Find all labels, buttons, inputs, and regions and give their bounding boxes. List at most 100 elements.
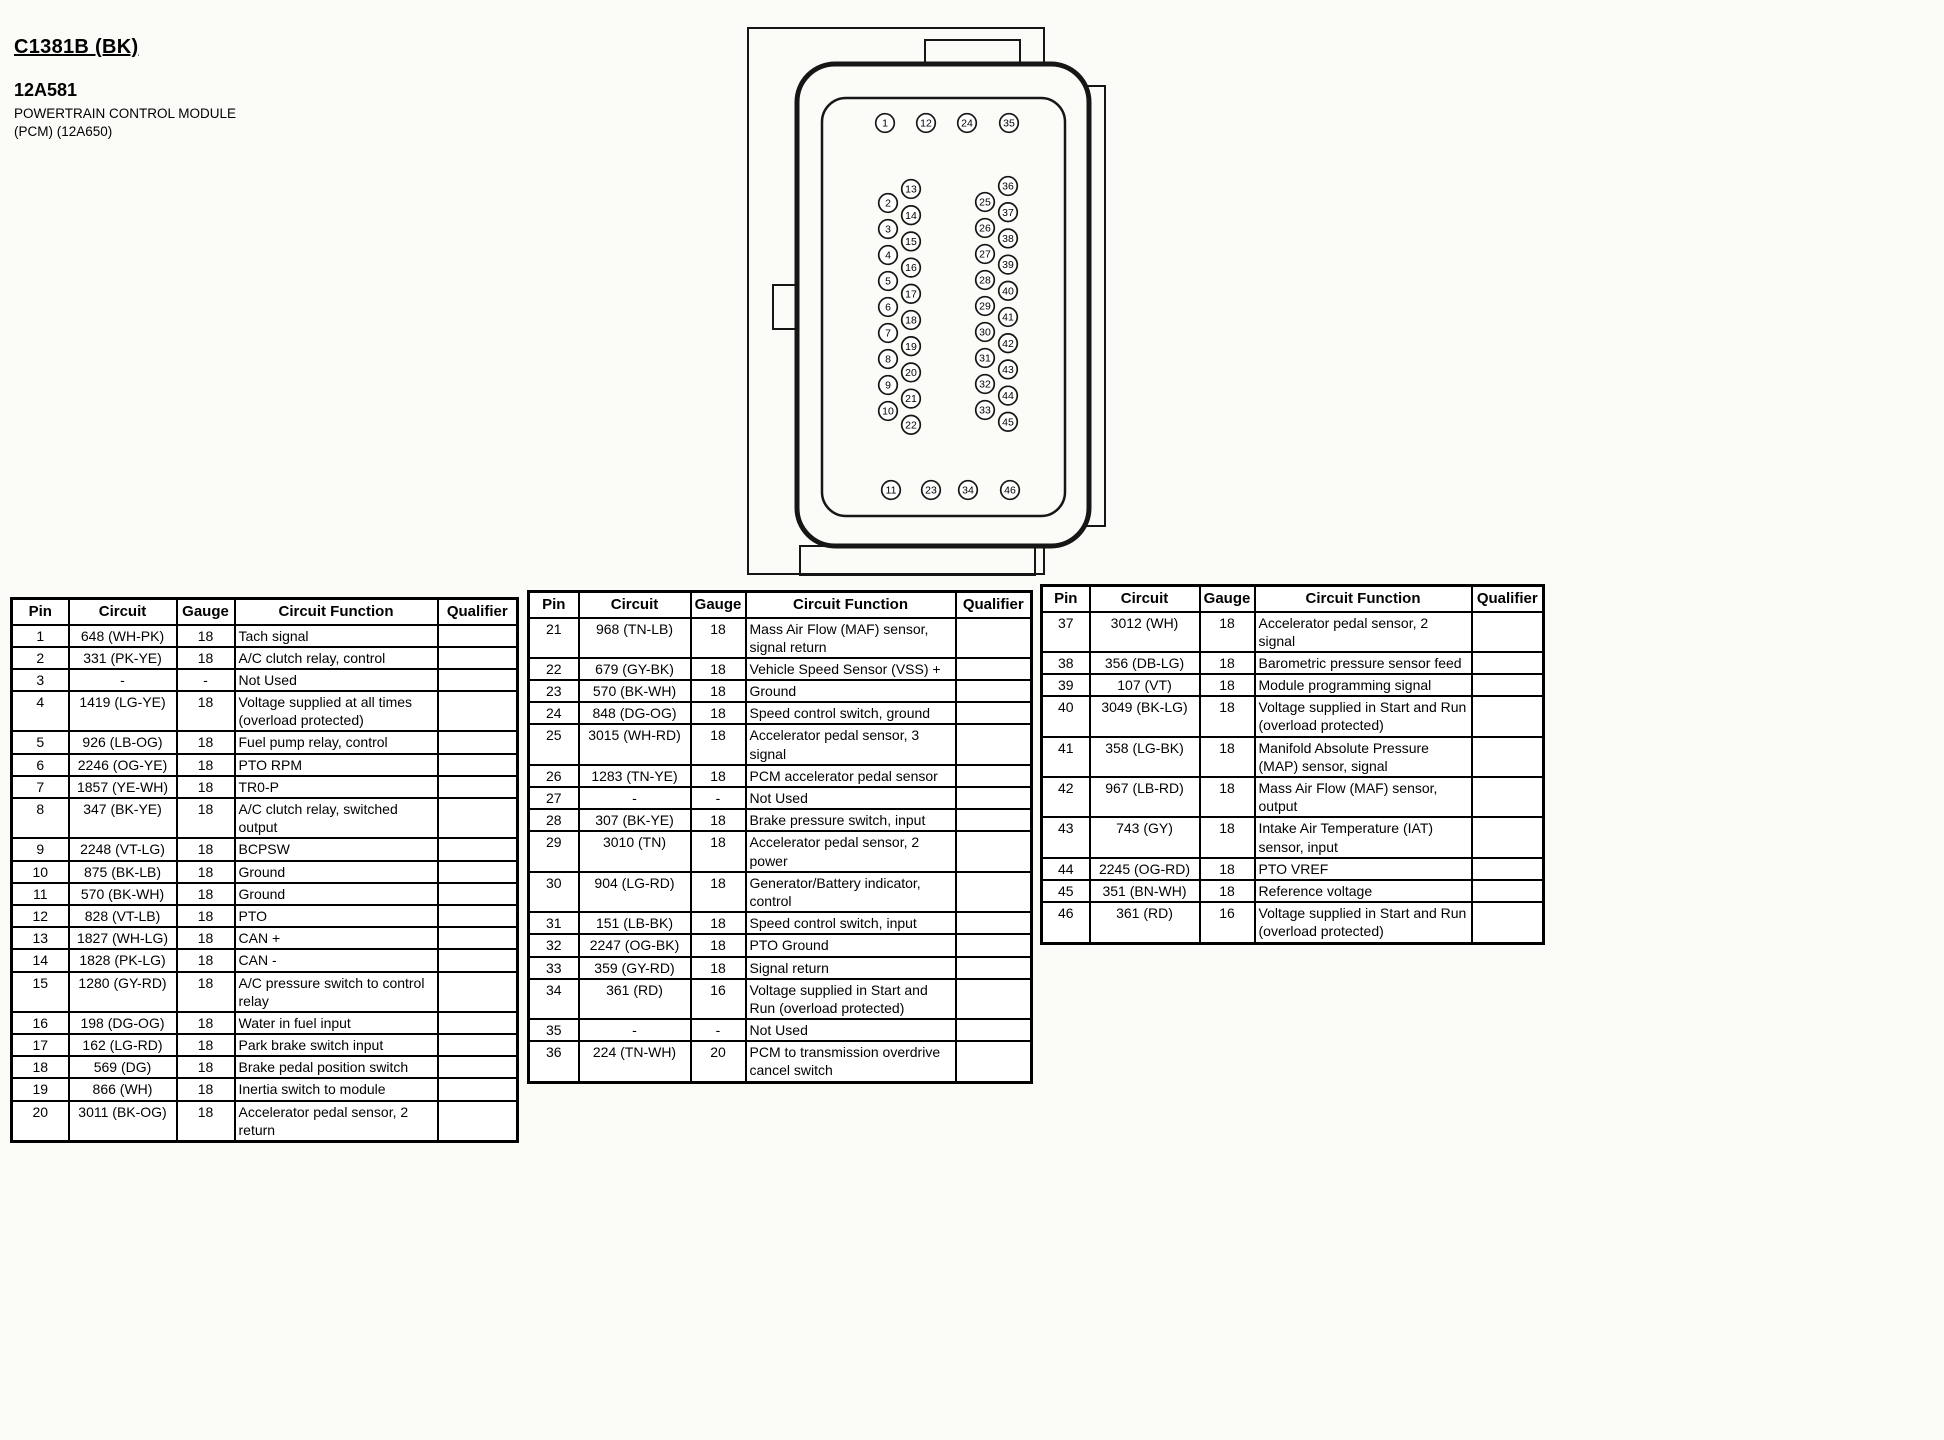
pin-5: 5 <box>877 270 899 292</box>
pin-cell: 37 <box>1040 610 1091 653</box>
circuit-cell: 967 (LB-RD) <box>1088 775 1201 819</box>
gauge-cell: 18 <box>175 1099 236 1143</box>
pin-circle <box>974 373 996 395</box>
pin-circle <box>900 362 922 383</box>
pin-number: 40 <box>1002 285 1014 297</box>
pin-cell: 5 <box>10 730 70 755</box>
qualifier-cell <box>954 933 1033 958</box>
function-cell: Fuel pump relay, control <box>233 730 439 755</box>
pin-cell: 33 <box>527 955 580 980</box>
function-cell: A/C clutch relay, control <box>233 645 439 670</box>
pin-cell: 26 <box>527 763 580 789</box>
connector-inner-outline <box>820 96 1067 518</box>
function-cell: Accelerator pedal sensor, 2 return <box>233 1099 439 1143</box>
column-header: Circuit Function <box>1253 584 1473 613</box>
pin-number: 22 <box>905 419 917 431</box>
pin-number: 9 <box>885 380 891 392</box>
gauge-cell: 18 <box>689 955 747 980</box>
connector-bottom-step <box>799 545 1036 576</box>
pin-number: 41 <box>1002 312 1014 324</box>
function-cell: Barometric pressure sensor feed <box>1253 650 1473 676</box>
circuit-cell: 361 (RD) <box>577 977 692 1021</box>
qualifier-cell <box>436 881 519 906</box>
pin-number: 24 <box>961 118 973 130</box>
pin-circle <box>877 270 899 292</box>
gauge-cell: 18 <box>175 1055 236 1080</box>
qualifier-cell <box>1470 775 1545 819</box>
gauge-cell: 18 <box>689 830 747 873</box>
function-cell: Not Used <box>744 1018 957 1043</box>
pin-18: 18 <box>900 309 922 331</box>
pin-12: 12 <box>915 112 937 134</box>
pin-circle <box>997 228 1019 249</box>
column-header: Circuit <box>577 590 692 619</box>
pin-cell: 44 <box>1040 856 1091 881</box>
pin-number: 27 <box>979 249 991 261</box>
pin-36: 36 <box>997 175 1019 197</box>
circuit-cell: 2247 (OG-BK) <box>577 933 692 958</box>
column-header: Pin <box>527 590 580 619</box>
pin-cell: 38 <box>1040 650 1091 676</box>
pin-7: 7 <box>877 322 899 344</box>
function-cell: PTO Ground <box>744 933 957 958</box>
circuit-cell: 968 (TN-LB) <box>577 616 692 659</box>
circuit-cell: 198 (DG-OG) <box>67 1010 178 1036</box>
pin-cell: 28 <box>527 808 580 833</box>
circuit-cell: 648 (WH-PK) <box>67 623 178 648</box>
pin-cell: 2 <box>10 645 70 670</box>
qualifier-cell <box>436 926 519 951</box>
circuit-cell: 1828 (PK-LG) <box>67 948 178 973</box>
circuit-cell: 162 (LG-RD) <box>67 1033 178 1058</box>
pin-cell: 16 <box>10 1010 70 1036</box>
pin-number: 11 <box>886 485 897 497</box>
circuit-cell: 1857 (YE-WH) <box>67 774 178 800</box>
gauge-cell: 18 <box>175 1033 236 1058</box>
qualifier-cell <box>954 723 1033 766</box>
qualifier-cell <box>436 903 519 929</box>
pin-circle <box>877 348 899 370</box>
qualifier-cell <box>954 955 1033 980</box>
qualifier-cell <box>436 859 519 884</box>
pin-number: 25 <box>979 197 991 209</box>
pin-cell: 3 <box>10 667 70 693</box>
pin-cell: 46 <box>1040 901 1091 944</box>
function-cell: PTO VREF <box>1253 856 1473 881</box>
qualifier-cell <box>436 796 519 840</box>
gauge-cell: 18 <box>175 1010 236 1036</box>
pin-circle <box>877 218 899 240</box>
pin-16: 16 <box>900 257 922 278</box>
gauge-cell: 18 <box>689 911 747 936</box>
function-cell: A/C clutch relay, switched output <box>233 796 439 840</box>
pin-circle <box>999 479 1021 501</box>
gauge-cell: 18 <box>175 1077 236 1102</box>
pin-number: 21 <box>905 393 917 405</box>
gauge-cell: 18 <box>1198 735 1256 779</box>
pin-cell: 34 <box>527 977 580 1021</box>
circuit-cell: 307 (BK-YE) <box>577 808 692 833</box>
pin-circle <box>874 112 896 134</box>
pin-number: 20 <box>905 367 917 379</box>
pin-number: 2 <box>885 198 891 210</box>
qualifier-cell <box>436 752 519 777</box>
pin-circle <box>900 231 922 252</box>
gauge-cell: 18 <box>1198 610 1256 653</box>
pin-circle <box>915 112 937 134</box>
pin-26: 26 <box>974 217 996 239</box>
pin-cell: 42 <box>1040 775 1091 819</box>
function-cell: Brake pedal position switch <box>233 1055 439 1080</box>
pin-circle <box>998 112 1020 134</box>
pin-circle <box>997 202 1019 223</box>
pin-10: 10 <box>877 400 899 422</box>
